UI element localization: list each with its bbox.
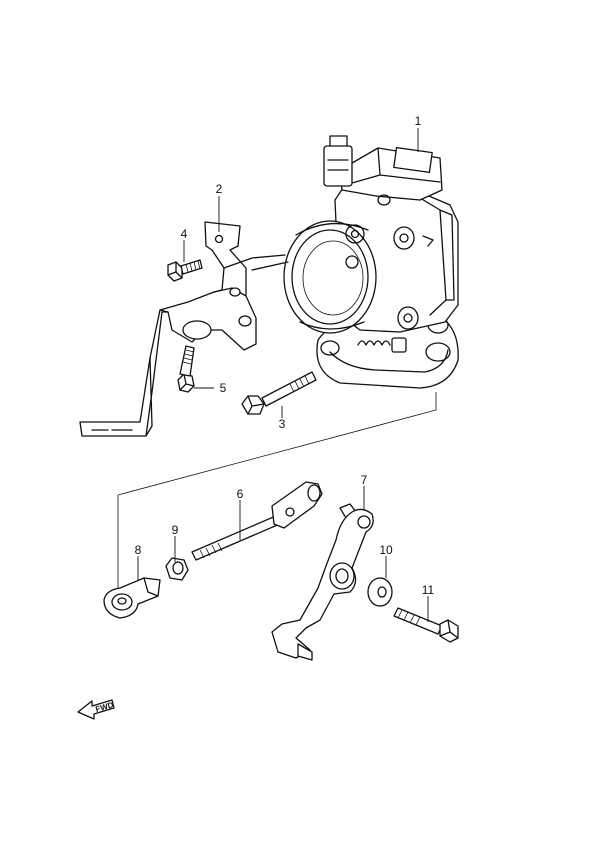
callout-1: 1 [415,114,422,128]
lever-7 [271,503,374,661]
bolt-4 [167,259,203,282]
callout-2: 2 [216,182,223,196]
bolt-11 [393,607,459,643]
callout-6: 6 [237,487,244,501]
arrow-left-icon [77,699,115,720]
throttle-body [283,135,459,389]
mounting-bracket [79,221,289,437]
callout-8: 8 [135,543,142,557]
rod-6 [191,481,323,561]
callout-4: 4 [181,227,188,241]
fwd-label: FWD [95,700,115,714]
fwd-direction-marker: FWD [77,699,115,720]
rod-end-8 [103,577,161,619]
callout-5: 5 [220,381,227,395]
bolt-3 [241,371,317,415]
bolt-5 [177,345,195,393]
nut-9 [165,557,189,581]
callout-3: 3 [279,417,286,431]
callout-10: 10 [379,543,393,557]
callout-7: 7 [361,473,368,487]
callout-11: 11 [422,583,435,597]
leader-lines [137,128,429,622]
washer-10 [367,577,393,607]
callout-9: 9 [172,523,179,537]
